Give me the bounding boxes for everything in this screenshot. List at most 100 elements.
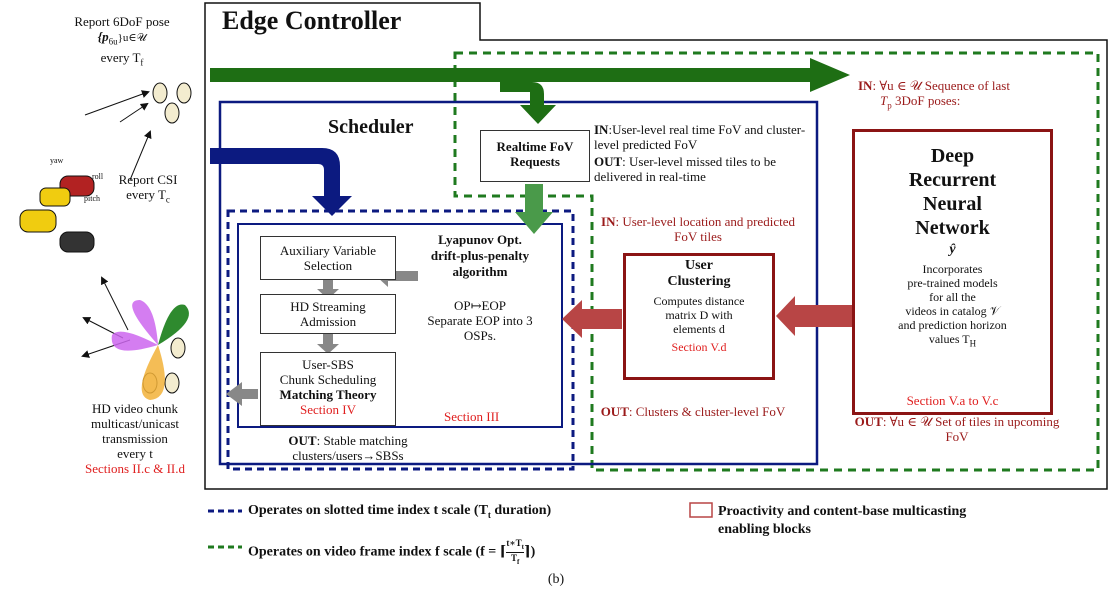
legend-red-text: Proactivity and content-base multicastin… — [718, 503, 1108, 539]
axis-roll: roll — [92, 172, 104, 181]
top-in-text1: : ∀u ∈ 𝒰 Sequence of last — [872, 78, 1010, 93]
user-sbs-box: User-SBS Chunk Scheduling Matching Theor… — [260, 352, 396, 426]
hd-transmission-text: HD video chunk multicast/unicast transmi… — [70, 401, 200, 476]
figure-caption: (b) — [547, 572, 565, 587]
drnn-desc4: videos in catalog 𝒱 — [905, 304, 1000, 318]
report-pose-every: every T — [100, 49, 141, 65]
report-csi-line1: Report CSI — [118, 172, 178, 187]
inner-navy-box — [237, 223, 563, 428]
drnn-desc: Incorporates pre-trained models for all … — [855, 262, 1050, 350]
legend-blue-main: Operates on slotted time index t scale (… — [248, 503, 488, 518]
aux-variable-box: Auxiliary Variable Selection — [260, 236, 396, 280]
realtime-fov-line1: Realtime FoV — [496, 139, 574, 154]
legend-frac-den-text: T — [510, 552, 517, 563]
legend-blue-sub: t — [487, 509, 491, 520]
clustering-out-label: OUT — [600, 404, 629, 419]
legend-frac-den: Tf — [506, 553, 524, 567]
axis-pitch: pitch — [84, 194, 100, 203]
clustering-desc: Computes distance matrix D with elements… — [626, 294, 772, 336]
realtime-fov-in-text: :User-level real time FoV and cluster-le… — [594, 122, 806, 152]
scheduler-title: Scheduler — [328, 116, 414, 138]
sbs-output-arrow — [226, 382, 258, 406]
drnn-box: Deep Recurrent Neural Network ŷ Incorpor… — [852, 129, 1053, 415]
legend-blue-text: Operates on slotted time index t scale (… — [248, 503, 551, 520]
clustering-to-scheduler-arrow — [562, 300, 622, 338]
clustering-in-label: IN — [601, 214, 616, 229]
clustering-in: IN: User-level location and predicted Fo… — [598, 214, 798, 244]
realtime-fov-out-label: OUT — [594, 154, 623, 169]
drnn-formula: ŷ — [855, 242, 1050, 258]
drnn-title4: Network — [915, 217, 990, 239]
edge-controller-frame — [204, 2, 1108, 490]
drnn-desc6-sub: H — [969, 338, 977, 349]
fov-down-arrow — [515, 184, 553, 234]
scheduler-out-line1: OUT: Stable matching — [248, 433, 448, 448]
drnn-out-text: : ∀u ∈ 𝒰 Set of tiles in upcoming FoV — [882, 414, 1060, 444]
report-pose-text: Report 6DoF pose {p6u}u∈𝒰 every Tf — [62, 14, 182, 70]
clustering-title: User Clustering — [626, 258, 772, 290]
navy-main-arrow — [210, 148, 352, 216]
vr-headsets — [19, 175, 95, 253]
hd-line3: transmission — [102, 431, 168, 446]
drnn-title: Deep Recurrent Neural Network — [855, 144, 1050, 240]
scheduler-out-line2: clusters/users→SBSs — [292, 448, 404, 463]
edge-controller-title: Edge Controller — [222, 6, 402, 35]
drnn-desc1: Incorporates — [922, 262, 983, 276]
lyapunov-op-line: OP↦EOP — [453, 298, 507, 313]
realtime-fov-line2: Requests — [510, 154, 560, 169]
axis-yaw: yaw — [50, 156, 64, 165]
legend-green-text: Operates on video frame index f scale (f… — [248, 538, 535, 567]
scheduler-box — [218, 100, 819, 466]
report-pose-set: {p — [97, 29, 109, 44]
scheduler-out: OUT: Stable matching clusters/users→SBSs — [248, 433, 448, 463]
scheduler-out-label: OUT — [288, 433, 317, 448]
report-pose-sub: 6u — [108, 36, 118, 47]
drnn-to-clustering-arrow — [776, 296, 852, 336]
report-pose-line3: every Tf — [62, 50, 182, 71]
lyapunov-op: OP↦EOP Separate EOP into 3 OSPs. — [400, 298, 560, 343]
top-in-text2: 3DoF poses: — [891, 93, 961, 108]
legend-green-frac: t∗Tt Tf — [506, 538, 524, 567]
sbs-line3: Matching Theory — [279, 387, 377, 402]
legend-red-box — [689, 502, 713, 518]
scheduler-out-text: : Stable matching — [316, 433, 408, 448]
report-csi-every: every T — [126, 187, 166, 202]
legend-red-line1: Proactivity and content-base multicastin… — [718, 504, 967, 519]
hd-stream-line1: HD Streaming — [290, 299, 366, 314]
report-csi-text: Report CSI every Tc — [110, 172, 186, 208]
lyapunov-sep1: Separate EOP into 3 — [427, 313, 533, 328]
clustering-out: OUT: Clusters & cluster-level FoV — [598, 404, 788, 419]
report-pose-tf: f — [140, 57, 144, 68]
realtime-fov-out: OUT: User-level missed tiles to be deliv… — [594, 154, 812, 184]
drnn-title1: Deep — [930, 145, 975, 167]
report-csi-line2: every Tc — [110, 187, 186, 208]
top-in-line1: IN: ∀u ∈ 𝒰 Sequence of last — [858, 78, 1098, 93]
realtime-fov-io: IN:User-level real time FoV and cluster-… — [594, 122, 812, 184]
navy-dashed-region — [226, 209, 575, 471]
report-pose-line2: {p6u}u∈𝒰 — [62, 29, 182, 50]
top-in-text: IN: ∀u ∈ 𝒰 Sequence of last Tp 3DoF pose… — [858, 78, 1098, 114]
report-csi-tc: c — [165, 194, 170, 205]
top-in-tp-sub: p — [887, 100, 892, 111]
lyapunov-title1: Lyapunov Opt. — [438, 232, 522, 247]
hd-line1: HD video chunk — [92, 401, 178, 416]
legend-green-end: ⌉) — [523, 544, 536, 560]
top-in-line2: Tp 3DoF poses: — [858, 93, 1098, 114]
legend-frac-num-text: t∗T — [506, 538, 522, 548]
drnn-title2: Recurrent — [908, 169, 997, 191]
clustering-in-text: : User-level location and predicted FoV … — [615, 214, 795, 244]
realtime-fov-box: Realtime FoV Requests — [480, 130, 590, 182]
drnn-desc6-text: values T — [928, 332, 970, 346]
drnn-desc5: and prediction horizon — [898, 318, 1007, 332]
green-branch-arrow — [500, 82, 556, 124]
hd-sections: Sections II.c & II.d — [84, 461, 185, 476]
drnn-title3: Neural — [923, 193, 982, 215]
sbs-line1: User-SBS — [302, 357, 354, 372]
clustering-section: Section V.d — [671, 340, 727, 354]
lyapunov-title3: algorithm — [452, 264, 508, 279]
aux-line1: Auxiliary Variable — [279, 243, 377, 258]
clustering-box: User Clustering Computes distance matrix… — [623, 253, 775, 380]
green-dashed-region — [453, 51, 1100, 472]
legend-red-line2: enabling blocks — [718, 522, 811, 537]
